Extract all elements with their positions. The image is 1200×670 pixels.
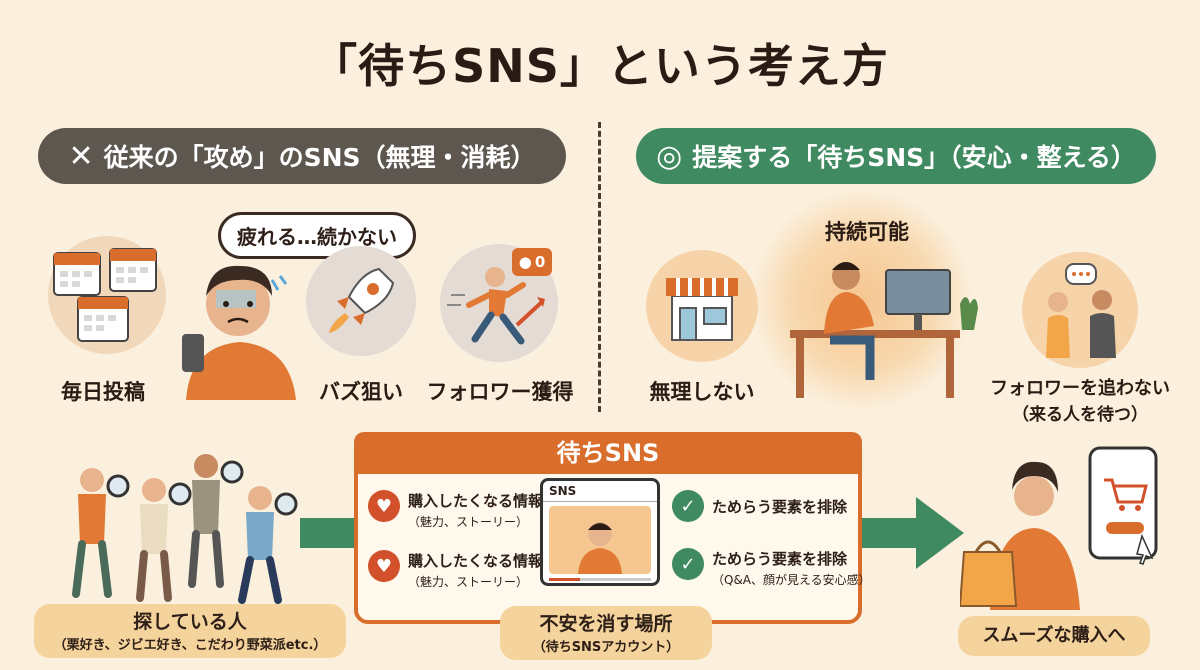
buzz-label: バズ狙い (319, 380, 403, 404)
page-title: 「待ちSNS」という考え方 (311, 39, 889, 93)
heart-icon: ♥ (368, 550, 400, 582)
shield-icon: ✓ (672, 490, 704, 522)
no-chase-sublabel: （来る人を待つ） (1012, 405, 1148, 425)
calendar-icon (53, 248, 157, 342)
stressed-person-icon (182, 265, 296, 400)
check-icon: ✓ (672, 548, 704, 580)
shop-circle (646, 250, 758, 362)
follower-gain-label: フォロワー獲得 (426, 380, 574, 404)
rocket-circle (306, 246, 416, 356)
shop-icon (666, 278, 738, 341)
feature-title: ためらう要素を排除 (712, 498, 848, 516)
place-title: 不安を消す場所 (539, 613, 673, 635)
feature-sub: （Q&A、顔が見える安心感） (712, 573, 871, 587)
rocket-icon (329, 267, 395, 333)
place-subtitle: （待ちSNSアカウント） (532, 640, 680, 655)
video-progress-fill (549, 578, 580, 581)
wait-sns-box-header: 待ちSNS (354, 432, 862, 474)
flow-arrow-1-body (300, 518, 356, 548)
feature-item: ✓ ためらう要素を排除 (672, 490, 871, 522)
feature-item: ♥ 購入したくなる情報 （魅力、ストーリー） (368, 550, 543, 590)
sns-phone-label: SNS (543, 481, 657, 502)
feature-item: ✓ ためらう要素を排除 （Q&A、顔が見える安心感） (672, 548, 871, 588)
features-left: ♥ 購入したくなる情報 （魅力、ストーリー） ♥ 購入したくなる情報 （魅力、ス… (368, 490, 543, 590)
searching-people-icon (72, 454, 298, 604)
traditional-sns-label: 従来の「攻め」のSNS（無理・消耗） (103, 143, 536, 172)
seekers-subtitle: （栗好き、ジビエ好き、こだわり野菜派etc.） (53, 638, 327, 653)
flow-arrow-2-head (916, 497, 964, 569)
double-circle-icon: ◎ (656, 138, 683, 174)
feature-sub: （魅力、ストーリー） (408, 515, 529, 529)
user-icon: ● (518, 253, 532, 271)
conversation-icon (1046, 263, 1116, 358)
no-strain-label: 無理しない (649, 380, 755, 404)
flow-arrow-2-body (862, 518, 918, 548)
daily-post-label: 毎日投稿 (61, 380, 145, 404)
features-right: ✓ ためらう要素を排除 ✓ ためらう要素を排除 （Q&A、顔が見える安心感） (672, 490, 871, 588)
video-progress-bar (549, 578, 651, 581)
traditional-sns-header: ✕ 従来の「攻め」のSNS（無理・消耗） (38, 128, 566, 184)
anxiety-free-place-tag: 不安を消す場所 （待ちSNSアカウント） (500, 606, 712, 660)
feature-title: 購入したくなる情報 (408, 552, 544, 570)
smooth-purchase-tag: スムーズな購入へ (958, 616, 1150, 656)
seekers-tag: 探している人 （栗好き、ジビエ好き、こだわり野菜派etc.） (34, 604, 346, 658)
sns-phone-mockup: SNS (540, 478, 660, 586)
cross-icon: ✕ (68, 138, 94, 174)
seekers-title: 探している人 (133, 611, 247, 633)
calendar-circle (48, 236, 166, 354)
desk-worker-icon (790, 262, 978, 398)
running-person-icon (447, 267, 545, 345)
notification-badge: ● 0 (512, 248, 552, 276)
wait-sns-header: ◎ 提案する「待ちSNS」（安心・整える） (636, 128, 1156, 184)
shopper-icon (960, 446, 1158, 610)
sustainable-label: 持続可能 (825, 220, 909, 244)
video-thumbnail (549, 506, 651, 574)
feature-sub: （魅力、ストーリー） (408, 575, 529, 589)
feature-item: ♥ 購入したくなる情報 （魅力、ストーリー） (368, 490, 543, 530)
feature-title: 購入したくなる情報 (408, 492, 544, 510)
conversation-circle (1022, 252, 1138, 368)
wait-sns-label: 提案する「待ちSNS」（安心・整える） (692, 143, 1136, 172)
section-divider (598, 122, 601, 412)
feature-title: ためらう要素を排除 (712, 550, 848, 568)
heart-icon: ♥ (368, 490, 400, 522)
notification-count: 0 (534, 253, 546, 271)
no-chase-label: フォロワーを追わない (990, 378, 1170, 399)
presenter-icon (578, 522, 622, 574)
